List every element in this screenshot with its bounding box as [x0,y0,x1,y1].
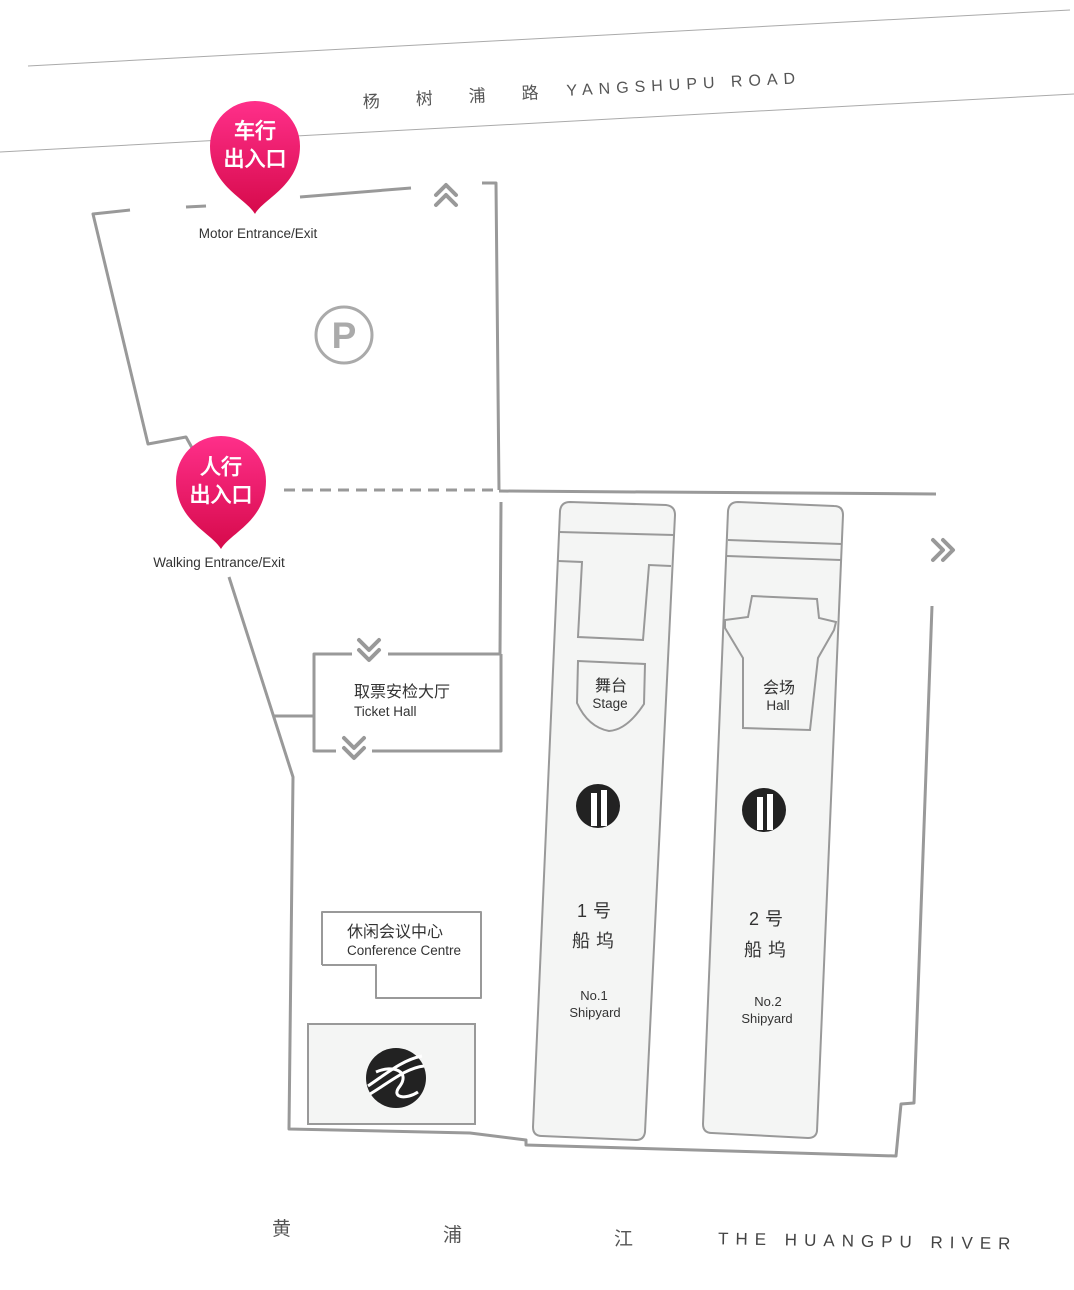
shipyard-1: 舞台 Stage 1号 船坞 No.1 Shipyard [531,500,677,1142]
walking-entrance-caption: Walking Entrance/Exit [153,555,285,570]
building-icon [576,784,620,828]
parking-lot-east-boundary [482,181,501,491]
shipyard-2-name-line1: 2号 [749,909,789,929]
river-label-cjk-1: 黄 [272,1218,291,1240]
dock-area-north-boundary [498,489,937,496]
building-icon [742,788,786,832]
shipyard-1-name-line1: 1号 [577,901,617,921]
hall-cjk: 会场 [763,679,795,697]
road-edge-bottom [0,93,1074,153]
motor-pin-line2: 出入口 [224,148,287,171]
walking-entrance-pin[interactable]: 人行 出入口 [176,436,266,549]
motor-entrance-pin[interactable]: 车行 出入口 [210,101,300,214]
shipyard-2-name-line2: 船坞 [744,940,792,960]
ticket-hall-en: Ticket Hall [354,704,417,719]
map-pin-icon [210,101,300,214]
walking-pin-line1: 人行 [200,455,242,479]
parking-lot-top-segment-1 [185,204,207,209]
yangshupu-road: 杨 树 浦 路 YANGSHUPU ROAD [0,9,1074,153]
venue-logo-icon [366,1048,426,1108]
conference-centre-cjk: 休闲会议中心 [347,923,443,941]
chevron-down-icon [357,638,381,662]
shipyard-2: 会场 Hall 2号 船坞 No.2 Shipyard [701,500,845,1140]
road-label-cjk-1: 杨 [362,92,380,112]
stage-en: Stage [592,696,627,711]
parking-icon: P [314,305,374,365]
conference-centre-en: Conference Centre [347,943,461,958]
road-edge-top [27,9,1071,67]
road-label-english: YANGSHUPU ROAD [566,70,801,100]
parking-lot-boundary [91,208,198,456]
road-label-cjk-2: 树 [415,89,433,109]
ticket-hall-wall-right [388,501,503,656]
hall-shape [724,594,838,732]
stage-cjk: 舞台 [595,677,627,695]
huangpu-river: 黄 浦 江 THE HUANGPU RIVER [272,1218,1018,1253]
ticket-hall: 取票安检大厅 Ticket Hall [354,683,450,719]
stage-shield [575,659,647,733]
chevron-up-icon [434,183,458,207]
shipyard-1-en-line2: Shipyard [569,1005,620,1020]
road-label-cjk-4: 路 [521,83,539,103]
shipyard-2-en-line2: Shipyard [741,1011,792,1026]
shipyard-1-divider [558,531,675,536]
shipyard-2-divider-1 [727,539,843,545]
ticket-hall-wall-lower [312,727,336,753]
ticket-hall-cjk: 取票安检大厅 [354,683,450,701]
venue-logo-block [307,1023,476,1125]
svg-text:P: P [332,315,357,356]
shipyard-1-en-line1: No.1 [580,988,607,1003]
chevron-down-icon [342,736,366,760]
shipyard-2-divider-2 [726,555,842,561]
site-outline [91,181,937,1158]
parking-lot-top-segment-2 [299,186,412,199]
river-label-cjk-3: 江 [614,1228,633,1250]
shipyard-1-stage-frame [557,560,672,642]
hall-en: Hall [766,698,789,713]
river-label-english: THE HUANGPU RIVER [718,1229,1018,1253]
walking-pin-line2: 出入口 [190,484,253,507]
ticket-hall-wall-bottom [372,654,503,753]
motor-entrance-caption: Motor Entrance/Exit [199,226,318,241]
river-label-cjk-2: 浦 [443,1224,462,1246]
map-pin-icon [176,436,266,549]
motor-pin-line1: 车行 [234,119,276,143]
conference-centre-outline [321,911,482,999]
dock-area-east-boundary [227,576,934,1158]
chevron-right-icon [931,538,955,562]
ticket-hall-wall-upper [312,652,352,727]
conference-centre: 休闲会议中心 Conference Centre [347,923,461,958]
road-label-cjk-3: 浦 [468,86,486,106]
shipyard-2-en-line1: No.2 [754,994,781,1009]
shipyard-1-name-line2: 船坞 [572,931,620,951]
